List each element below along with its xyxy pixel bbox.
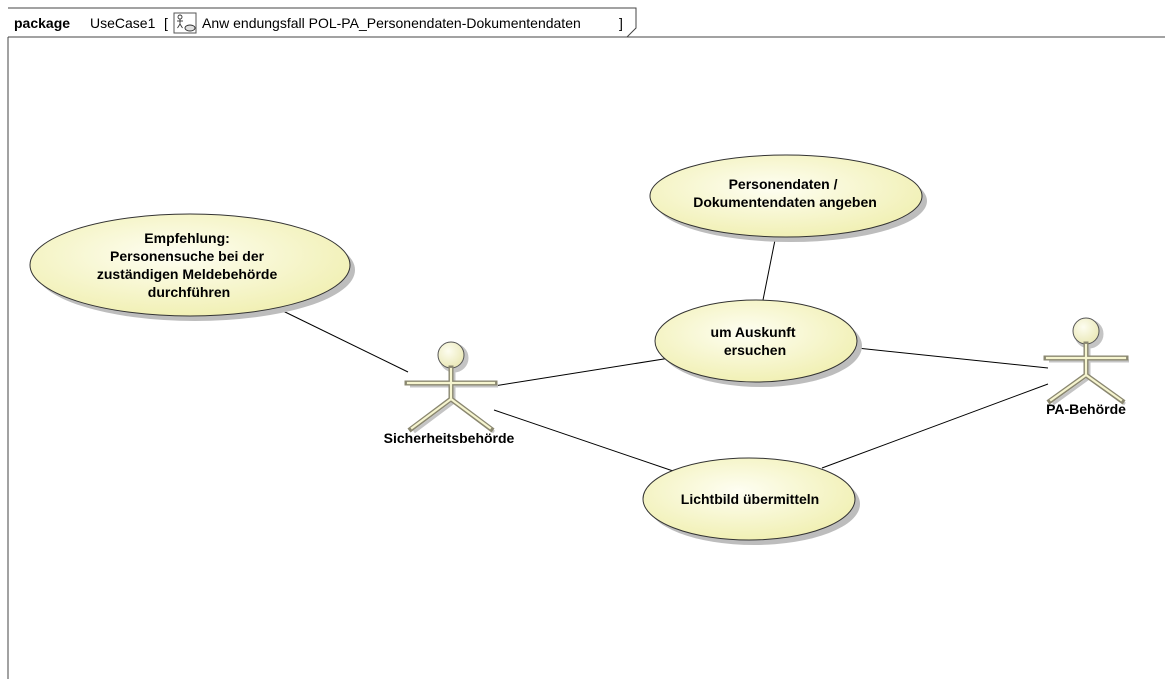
association-sicherheitsbehoerde-auskunft [493,357,671,387]
package-frame [7,7,1165,679]
svg-text:Lichtbild übermitteln: Lichtbild übermitteln [681,491,819,507]
association-lichtbild-pa [821,383,1049,469]
actor-sicherheitsbehoerde-label: Sicherheitsbehörde [384,430,515,446]
usecase-empfehlung-line-4: durchführen [148,284,230,300]
usecase-personendaten[interactable]: Personendaten / Dokumentendaten angeben [649,154,927,242]
svg-text:Personendaten / Dokument: Personendaten / Dokumentendaten angeben [693,176,877,210]
association-sicherheitsbehoerde-lichtbild [493,409,677,473]
usecase-empfehlung-line-1: Empfehlung: [144,230,230,246]
svg-text:um Auskunft ersuchen: um Auskunft ersuchen [711,324,800,358]
associations [282,234,1049,473]
actor-sicherheitsbehoerde[interactable]: Sicherheitsbehörde [384,341,515,446]
actor-sicherheitsbehoerde-figure [404,341,498,433]
association-personendaten-auskunft [762,234,777,301]
association-auskunft-pa [856,347,1049,369]
association-empfehlung-sicherheitsbehoerde [282,310,409,373]
usecase-personendaten-line-2: Dokumentendaten angeben [693,194,877,210]
header-close-bracket: ] [619,15,623,31]
svg-text:Empfehlung: Personensuch: Empfehlung: Personensuche bei der zustän… [97,230,281,300]
usecase-auskunft[interactable]: um Auskunft ersuchen [654,299,862,387]
usecase-lichtbild-line-1: Lichtbild übermitteln [681,491,819,507]
usecase-auskunft-line-2: ersuchen [724,342,786,358]
header-package-name: UseCase1 [90,15,156,31]
usecase-empfehlung-line-3: zuständigen Meldebehörde [97,266,278,282]
usecase-lichtbild[interactable]: Lichtbild übermitteln [642,457,860,545]
usecase-personendaten-line-1: Personendaten / [729,176,838,192]
usecase-empfehlung[interactable]: Empfehlung: Personensuche bei der zustän… [29,213,355,321]
actor-pa-behoerde-label: PA-Behörde [1046,401,1126,417]
diagram-header: package UseCase1 [ Anw endungsfall POL-P… [14,12,623,34]
header-open-bracket: [ [164,15,168,31]
actor-pa-behoerde-figure [1043,317,1129,405]
usecase-empfehlung-line-2: Personensuche bei der [110,248,265,264]
actor-pa-behoerde[interactable]: PA-Behörde [1043,317,1129,417]
header-keyword: package [14,15,70,31]
header-diagram-name: Anw endungsfall POL-PA_Personendaten-Dok… [202,15,581,31]
usecase-auskunft-line-1: um Auskunft [711,324,796,340]
use-case-diagram-icon [173,12,197,34]
